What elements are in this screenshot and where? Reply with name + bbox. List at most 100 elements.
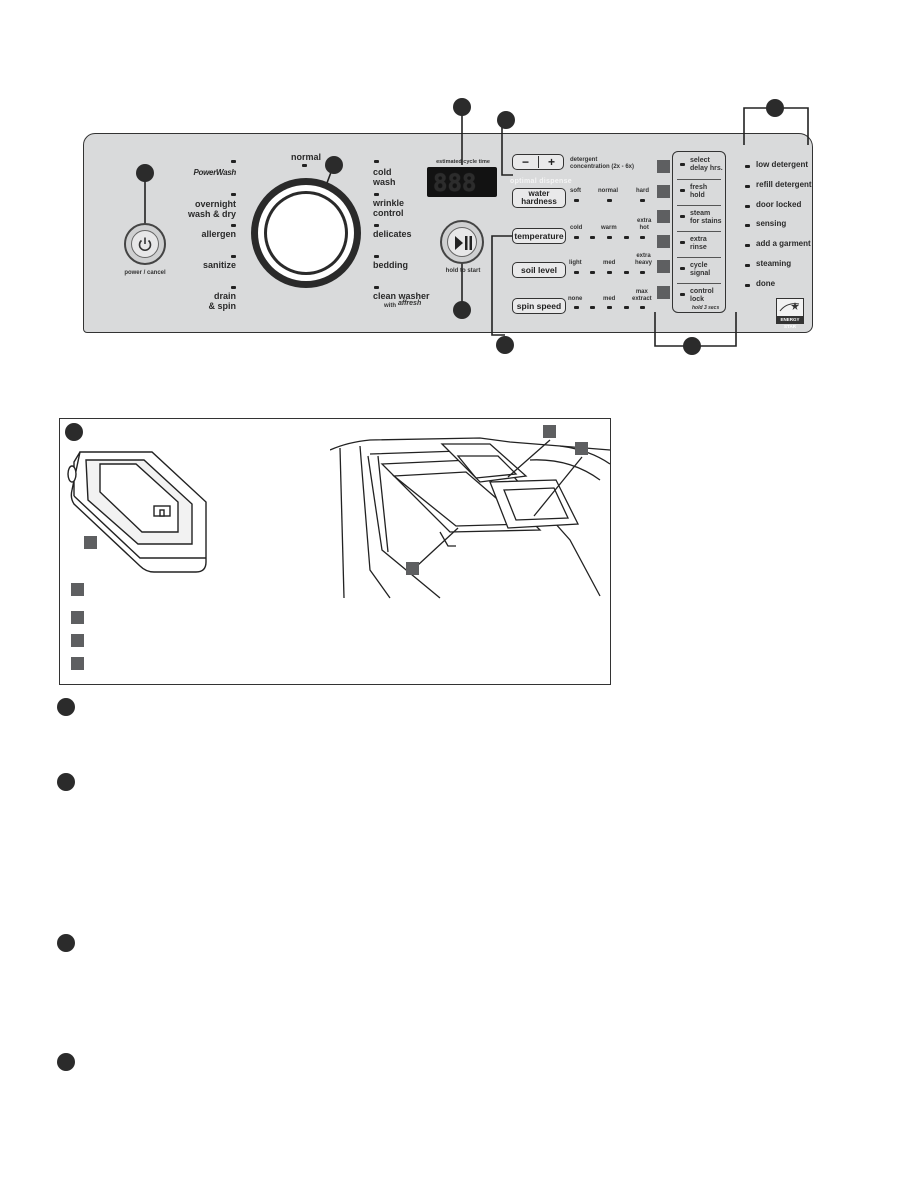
- led-spin-1: [574, 306, 579, 309]
- dispenser-drawer-drawing: [330, 437, 611, 599]
- led-soil-4: [624, 271, 629, 274]
- inset-marker-b: [575, 442, 588, 455]
- legend-marker-2: [71, 611, 84, 624]
- led-soil-1: [574, 271, 579, 274]
- led-powerwash: [231, 160, 236, 163]
- option-steam[interactable]: steam for stains: [690, 210, 722, 225]
- cycle-delicates[interactable]: delicates: [373, 229, 412, 239]
- section-dot-1: [57, 698, 75, 716]
- option-separator: [677, 231, 721, 232]
- cycle-dial-ring: [251, 178, 361, 288]
- inset-marker-a: [543, 425, 556, 438]
- start-label: hold to start: [445, 268, 481, 274]
- start-pause-button[interactable]: [440, 220, 484, 264]
- led-overnight: [231, 193, 236, 196]
- affresh-logo: affresh: [398, 300, 422, 307]
- led-option-5: [680, 267, 685, 270]
- soil-level-button[interactable]: soil level: [512, 262, 566, 278]
- option-separator: [677, 179, 721, 180]
- hardness-soft: soft: [570, 188, 581, 194]
- callout-dot-power: [136, 164, 154, 182]
- option-marker-6: [657, 286, 670, 299]
- status-door-locked: door locked: [756, 200, 802, 209]
- status-refill-detergent: refill detergent: [756, 180, 812, 189]
- spin-speed-button[interactable]: spin speed: [512, 298, 566, 314]
- callout-dot-options: [683, 337, 701, 355]
- status-low-detergent: low detergent: [756, 160, 809, 169]
- cycle-allergen[interactable]: allergen: [201, 229, 236, 239]
- option-extra-rinse[interactable]: extra rinse: [690, 236, 707, 251]
- led-option-1: [680, 163, 685, 166]
- section-dot-4: [57, 1053, 75, 1071]
- cycle-normal[interactable]: normal: [290, 152, 321, 162]
- optimal-dispense-label: optimal dispense: [510, 178, 572, 185]
- options-panel: [672, 151, 726, 313]
- detergent-stepper[interactable]: − +: [512, 154, 564, 170]
- led-option-2: [680, 189, 685, 192]
- led-option-3: [680, 215, 685, 218]
- water-hardness-button[interactable]: water hardness: [512, 188, 566, 208]
- led-soil-2: [590, 271, 595, 274]
- temp-warm: warm: [601, 225, 617, 231]
- cycle-drain-spin[interactable]: drain & spin: [208, 291, 236, 311]
- option-marker-2: [657, 185, 670, 198]
- inset-marker-c: [406, 562, 419, 575]
- spin-max-extract: max extract: [632, 289, 652, 302]
- led-allergen: [231, 224, 236, 227]
- section-dot-3: [57, 934, 75, 952]
- inset-leader-lines: [417, 439, 583, 566]
- option-marker-5: [657, 260, 670, 273]
- cycle-sanitize[interactable]: sanitize: [202, 260, 236, 270]
- option-cycle-signal[interactable]: cycle signal: [690, 262, 711, 277]
- led-hard-1: [574, 199, 579, 202]
- callout-dot-status: [766, 99, 784, 117]
- cycle-cold-wash[interactable]: cold wash: [373, 167, 396, 187]
- status-sensing: sensing: [756, 219, 787, 228]
- soil-med: med: [603, 260, 616, 266]
- cycle-time-display: 888: [427, 167, 497, 197]
- energy-star-logo: ENERGY STAR: [776, 298, 804, 329]
- callout-dot-dial: [325, 156, 343, 174]
- callout-dot-start: [453, 301, 471, 319]
- cycle-selector-knob[interactable]: [267, 194, 345, 272]
- section-dot-2: [57, 773, 75, 791]
- option-fresh-hold[interactable]: fresh hold: [690, 184, 708, 199]
- led-spin-4: [624, 306, 629, 309]
- temperature-button[interactable]: temperature: [512, 228, 566, 244]
- clean-washer-with: with: [384, 303, 396, 309]
- led-status-3: [745, 205, 750, 208]
- detergent-plus-button[interactable]: +: [547, 155, 555, 169]
- option-control-lock[interactable]: control lock: [690, 288, 714, 303]
- inset-marker-d: [84, 536, 97, 549]
- led-status-1: [745, 165, 750, 168]
- display-title: estimated cycle time: [436, 159, 490, 165]
- detergent-minus-button[interactable]: −: [521, 155, 529, 169]
- power-button[interactable]: [124, 223, 166, 265]
- detergent-label: detergent concentration (2x - 6x): [570, 157, 635, 170]
- cycle-clean-washer[interactable]: clean washer: [373, 291, 430, 301]
- legend-marker-3: [71, 634, 84, 647]
- spin-med: med: [603, 296, 616, 302]
- callout-dot-display: [453, 98, 471, 116]
- callout-lines: [144, 107, 809, 347]
- led-temp-1: [574, 236, 579, 239]
- led-spin-2: [590, 306, 595, 309]
- led-status-6: [745, 264, 750, 267]
- led-temp-2: [590, 236, 595, 239]
- display-digits: 888: [433, 169, 477, 197]
- led-drain: [231, 286, 236, 289]
- cycle-bedding[interactable]: bedding: [373, 260, 408, 270]
- option-marker-1: [657, 160, 670, 173]
- soil-extra-heavy: extra heavy: [635, 253, 653, 266]
- cycle-overnight[interactable]: overnight wash & dry: [187, 199, 236, 219]
- temp-cold: cold: [570, 225, 583, 231]
- cycle-wrinkle-control[interactable]: wrinkle control: [373, 198, 405, 218]
- led-status-7: [745, 284, 750, 287]
- soil-light: light: [569, 260, 582, 266]
- led-normal: [302, 164, 307, 167]
- option-delay[interactable]: select delay hrs.: [690, 157, 723, 172]
- led-temp-5: [640, 236, 645, 239]
- led-temp-4: [624, 236, 629, 239]
- play-pause-icon: [455, 236, 472, 250]
- led-spin-3: [607, 306, 612, 309]
